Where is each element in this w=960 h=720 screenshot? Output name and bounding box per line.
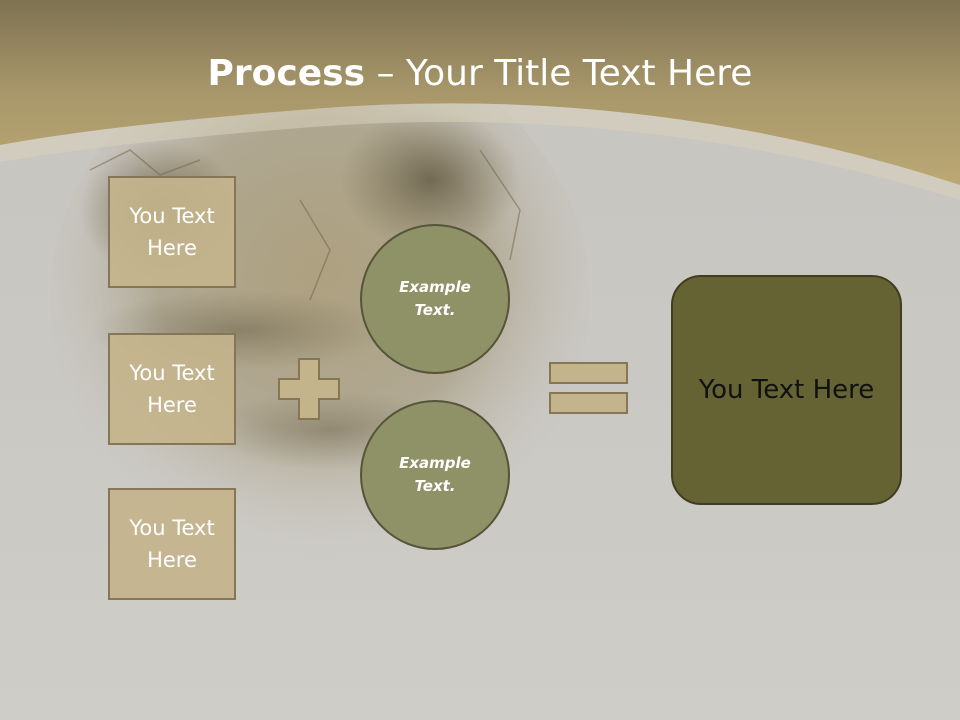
text-box-3[interactable]: You Text Here xyxy=(108,488,236,600)
title-bold: Process xyxy=(207,53,366,94)
circle-label: Example Text. xyxy=(399,454,471,495)
text-box-label: You Text Here xyxy=(129,204,215,260)
text-box-label: You Text Here xyxy=(129,361,215,417)
result-box[interactable]: You Text Here xyxy=(671,275,902,505)
example-circle-2[interactable]: Example Text. xyxy=(360,400,510,550)
equals-icon xyxy=(549,362,628,414)
text-box-1[interactable]: You Text Here xyxy=(108,176,236,288)
example-circle-1[interactable]: Example Text. xyxy=(360,224,510,374)
title-rest: – Your Title Text Here xyxy=(365,53,753,94)
plus-icon xyxy=(278,358,340,420)
text-box-label: You Text Here xyxy=(129,516,215,572)
slide-title: Process – Your Title Text Here xyxy=(0,50,960,98)
circle-label: Example Text. xyxy=(399,278,471,319)
result-label: You Text Here xyxy=(698,375,875,405)
text-box-2[interactable]: You Text Here xyxy=(108,333,236,445)
